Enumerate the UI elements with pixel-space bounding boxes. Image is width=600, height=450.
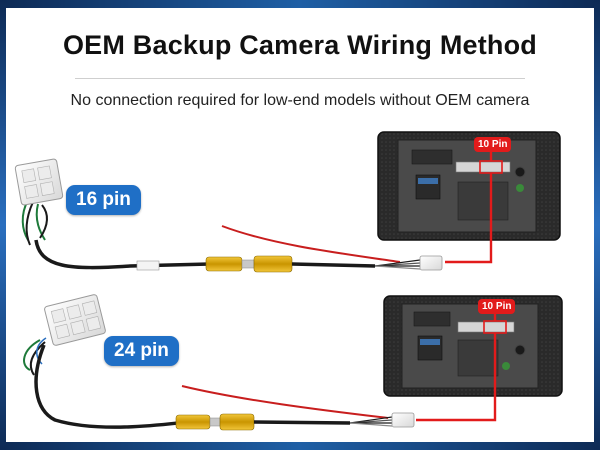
mini-plug-bottom: [391, 412, 415, 428]
rca-connector-bottom: [175, 413, 255, 431]
mini-plug-top: [419, 255, 443, 271]
callout-10pin-top: 10 Pin: [474, 137, 512, 152]
right-border: [594, 0, 600, 450]
page-subtitle: No connection required for low-end model…: [70, 92, 530, 109]
left-border: [0, 0, 6, 450]
callout-10pin-bottom: 10 Pin: [478, 299, 516, 314]
harness-16pin: [14, 158, 443, 273]
head-unit-top: [377, 131, 561, 241]
title-divider: [75, 78, 525, 79]
bottom-border: [0, 442, 600, 450]
head-unit-bottom: [383, 295, 563, 397]
cable-label-tag: [136, 260, 160, 271]
harness-24pin: [23, 294, 415, 431]
connector-16pin: [14, 158, 64, 206]
rca-connector-top: [205, 255, 293, 273]
pin-label-16: 16 pin: [66, 185, 141, 215]
connector-24pin: [44, 294, 106, 346]
top-border: [0, 0, 600, 8]
pin-label-24: 24 pin: [104, 336, 179, 366]
page-title: OEM Backup Camera Wiring Method: [62, 30, 538, 60]
